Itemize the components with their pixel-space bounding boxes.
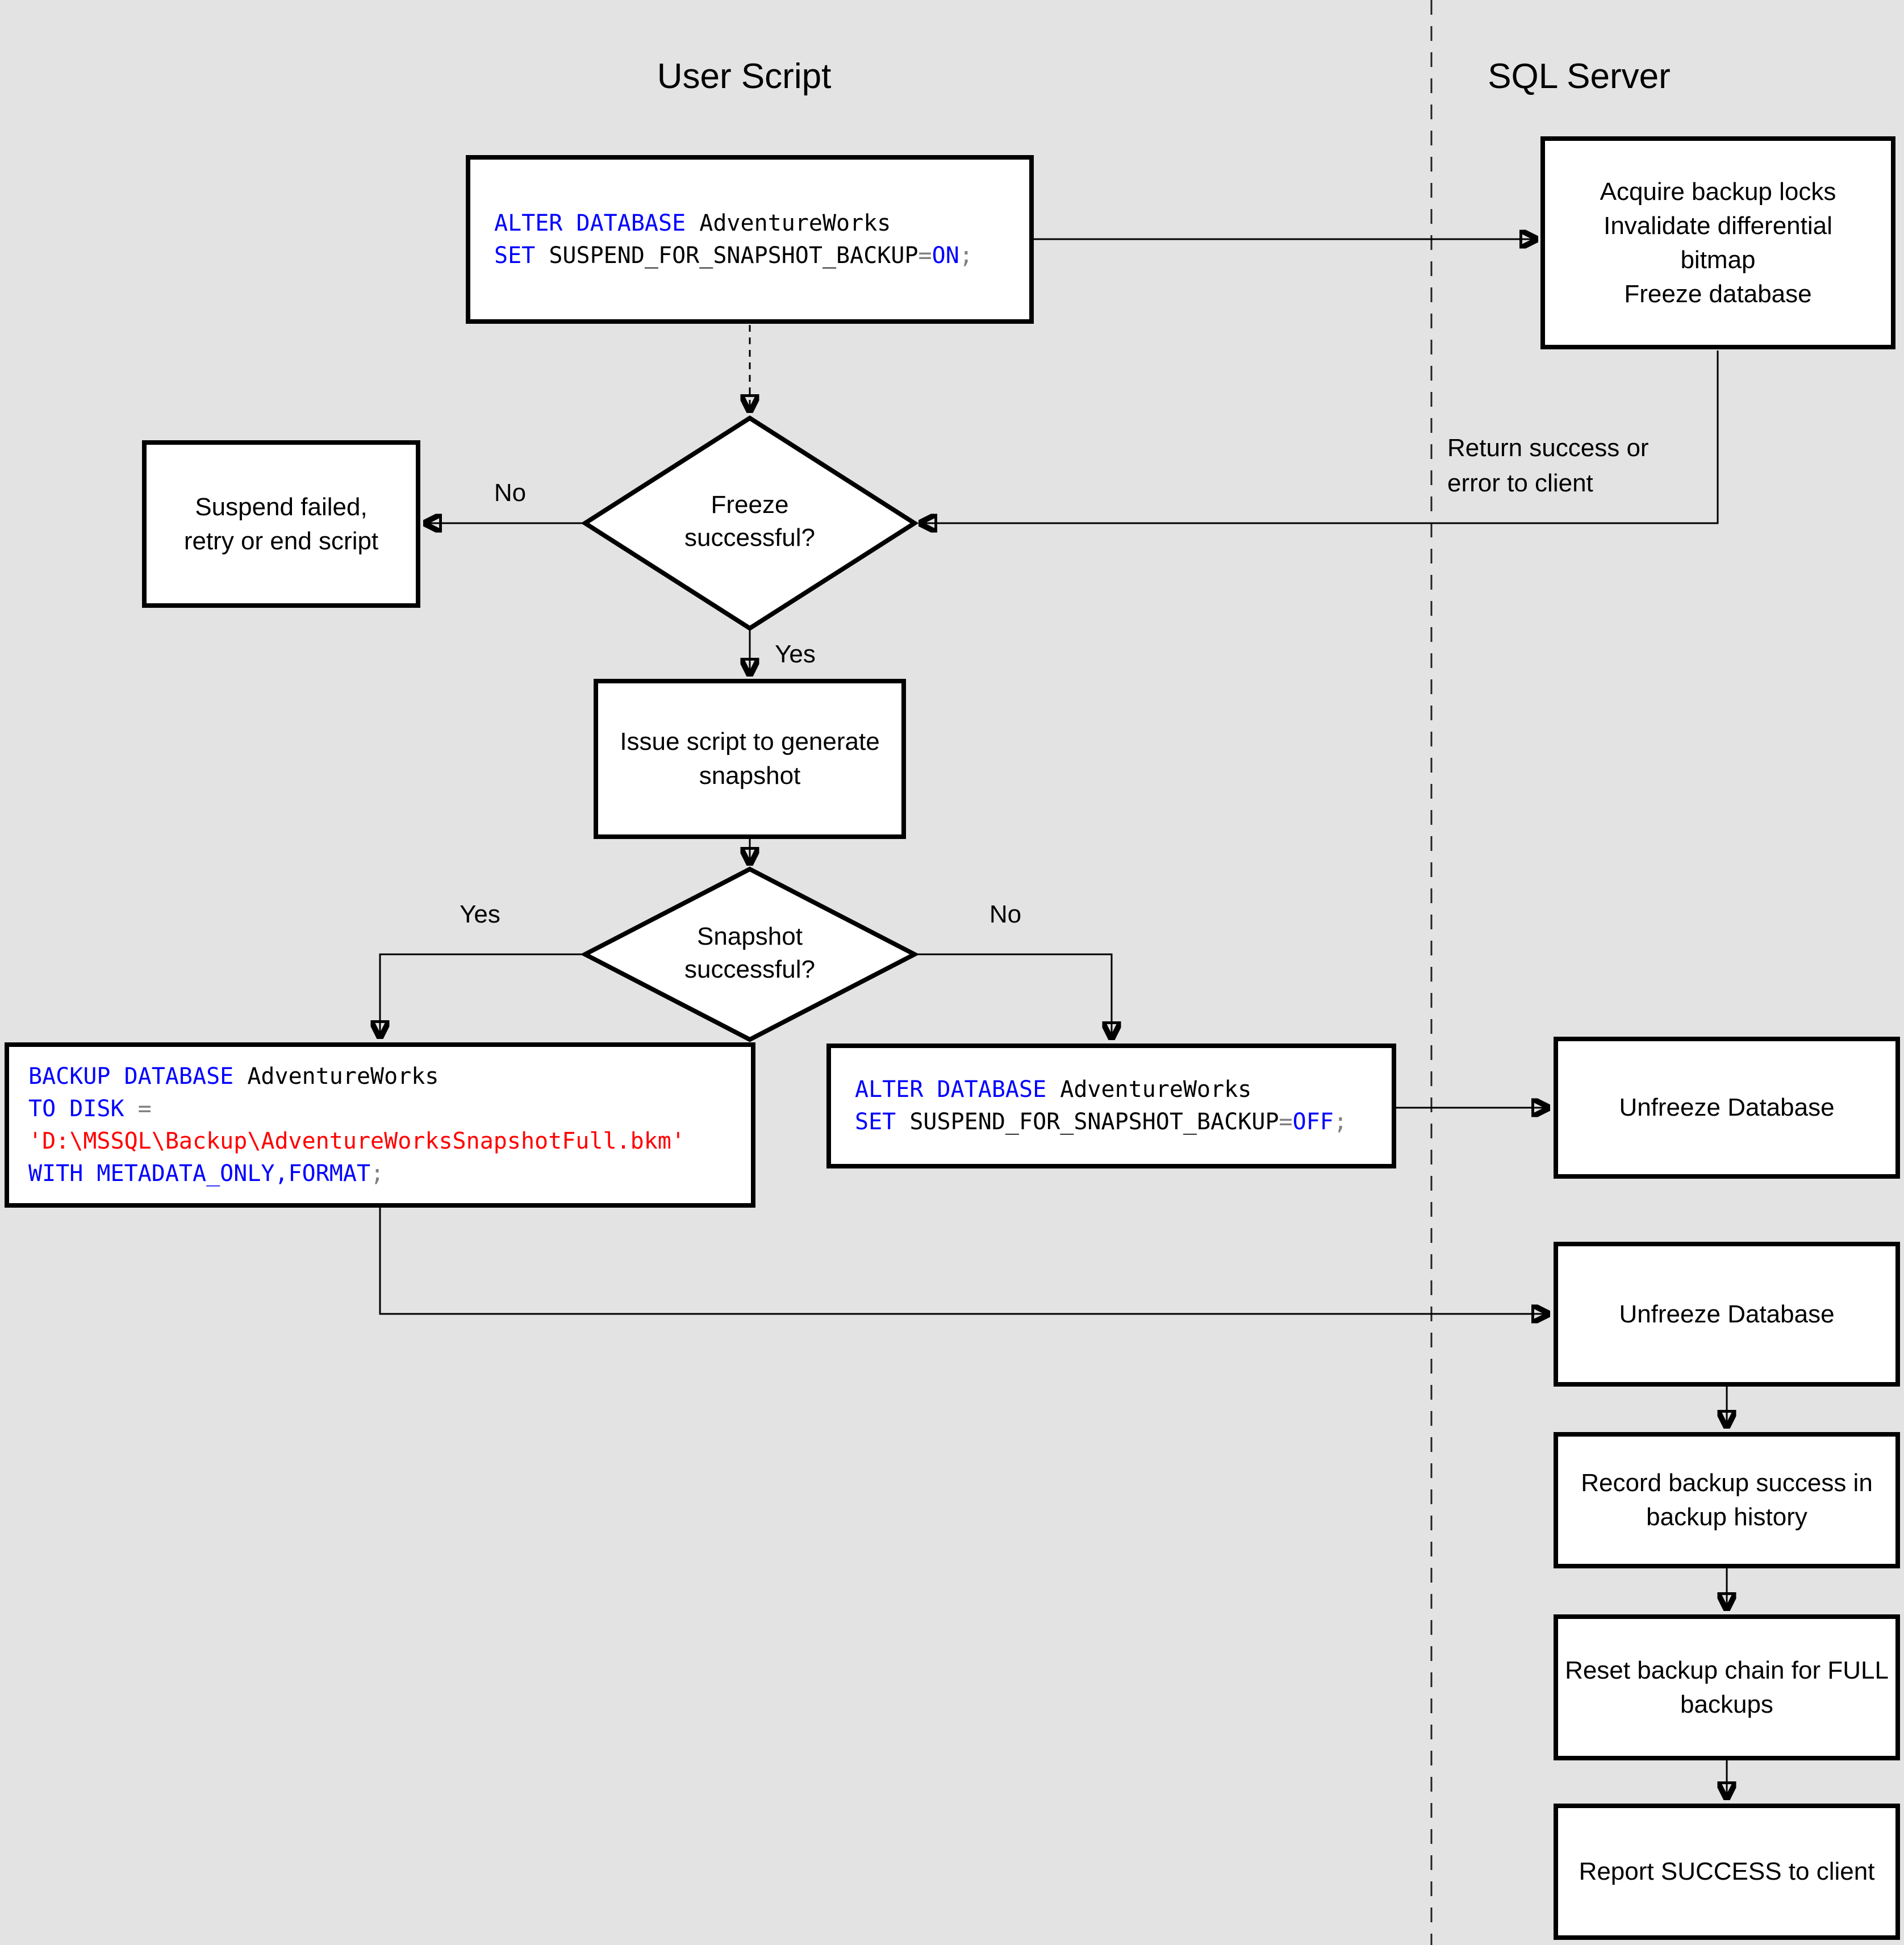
code-line: SET SUSPEND_FOR_SNAPSHOT_BACKUP=ON; [494,242,973,269]
box-text-line: snapshot [699,762,801,790]
box-suspend-failed: Suspend failed, retry or end script [142,440,420,608]
decision-text-line: successful? [684,955,815,983]
decision-text-line: successful? [684,524,815,552]
code-line: 'D:\MSSQL\Backup\AdventureWorksSnapshotF… [28,1128,685,1154]
label-line: error to client [1447,469,1593,497]
box-acquire-backup-locks: Acquire backup locks Invalidate differen… [1540,136,1895,349]
label-freeze-no: No [494,479,527,507]
label-snapshot-no: No [989,900,1022,928]
box-reset-backup-chain: Reset backup chain for FULL backups [1554,1614,1900,1760]
lane-title-sql-server: SQL Server [1488,57,1671,96]
box-text-line: Report SUCCESS to client [1579,1858,1875,1885]
decision-text-line: Freeze [711,491,789,519]
box-text-line: Suspend failed, [195,492,368,521]
box-text-line: Reset backup chain for FULL [1565,1656,1889,1684]
code-line: ALTER DATABASE AdventureWorks [494,210,891,236]
box-backup-database-metadata-only: BACKUP DATABASE AdventureWorks TO DISK =… [5,1042,755,1208]
box-text-line: bitmap [1680,245,1756,274]
box-unfreeze-database-1: Unfreeze Database [1554,1037,1900,1179]
decision-freeze-text: Freeze successful? [684,489,815,554]
box-text-line: Unfreeze Database [1619,1300,1835,1328]
box-text-line: Freeze database [1624,279,1812,308]
box-text-line: retry or end script [183,527,379,555]
arrow-snapshot-yes-to-backup [380,953,585,1036]
box-alter-database-suspend-off: ALTER DATABASE AdventureWorks SET SUSPEN… [826,1044,1396,1168]
box-text-line: backups [1680,1690,1773,1718]
box-text-line: Issue script to generate [620,728,880,756]
box-text-line: Invalidate differential [1604,211,1832,240]
code-line: ALTER DATABASE AdventureWorks [855,1076,1252,1103]
box-text-line: Unfreeze Database [1619,1093,1835,1121]
arrow-snapshot-no-to-alteroff [915,953,1112,1037]
box-text-line: Record backup success in [1581,1469,1873,1497]
label-snapshot-yes: Yes [460,900,500,928]
code-line: BACKUP DATABASE AdventureWorks [28,1063,439,1090]
box-text-line: backup history [1646,1503,1807,1531]
decision-text-line: Snapshot [697,923,803,950]
box-record-backup-success: Record backup success in backup history [1554,1432,1900,1568]
label-return-success-or-error: Return success or error to client [1447,431,1649,501]
box-issue-script: Issue script to generate snapshot [594,679,906,839]
lane-title-user-script: User Script [657,57,832,96]
decision-snapshot-successful [580,866,920,1042]
box-alter-database-suspend-on: ALTER DATABASE AdventureWorks SET SUSPEN… [466,155,1034,324]
decision-freeze-successful [581,415,919,631]
box-report-success: Report SUCCESS to client [1554,1804,1900,1940]
code-line: SET SUSPEND_FOR_SNAPSHOT_BACKUP=OFF; [855,1109,1347,1135]
decision-snapshot-text: Snapshot successful? [684,920,815,986]
label-line: Return success or [1447,434,1649,462]
arrow-acquire-to-freeze [921,350,1719,523]
label-freeze-yes: Yes [775,640,816,668]
code-line: WITH METADATA_ONLY,FORMAT; [28,1160,385,1187]
code-line: TO DISK = [28,1095,152,1122]
box-unfreeze-database-2: Unfreeze Database [1554,1242,1900,1387]
arrow-backup-to-unfreeze2 [379,1208,1547,1314]
box-text-line: Acquire backup locks [1600,177,1836,206]
